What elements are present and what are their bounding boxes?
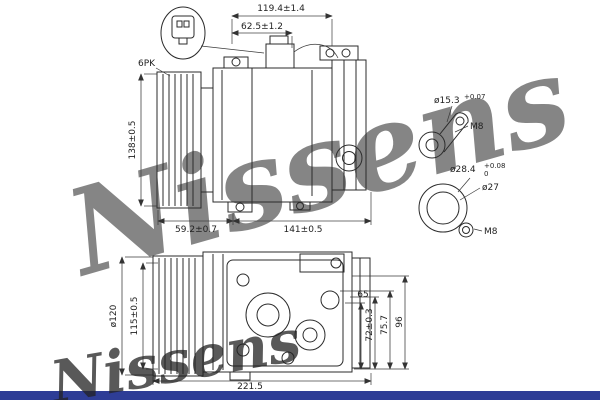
dim-height-65: 65 xyxy=(357,290,368,300)
dim-boss-inner-dia: ø27 xyxy=(482,183,499,193)
compressor-bottom-view xyxy=(152,251,371,381)
dim-height-96: 96 xyxy=(395,316,405,328)
dim-boss-tol-hi: +0.08 xyxy=(484,162,505,170)
watermark-blue-text: Nissens xyxy=(44,306,306,400)
dim-front-length: 62.5±1.2 xyxy=(241,22,283,32)
dim-lug-hole-dia: ø15.3 xyxy=(434,96,460,106)
dim-total-length: 221.5 xyxy=(237,382,263,392)
dim-lug-hole-tol: +0.07 xyxy=(464,93,485,101)
footer-brand-bar xyxy=(0,391,600,400)
connector-detail-balloon xyxy=(160,6,265,60)
dim-boss-dia: ø28.4 xyxy=(450,165,476,175)
boss-flange-detail: ø28.4 +0.08 0 ø27 M8 xyxy=(418,162,505,238)
dim-height-72: 72±0.3 xyxy=(365,308,375,341)
belt-type-label: 6PK xyxy=(138,59,156,69)
compressor-top-view xyxy=(156,35,367,213)
thread-label-b: M8 xyxy=(484,227,498,237)
dim-pulley-offset: 59.2±0.7 xyxy=(175,225,217,235)
mounting-lug-detail: ø15.3 +0.07 M8 xyxy=(418,93,485,159)
dimensions-bottom-view: ø120 115±0.5 65 72±0.3 75.7 96 221.5 xyxy=(109,256,409,392)
dim-boss-tol-lo: 0 xyxy=(484,170,488,178)
dim-clutch-diameter: 115±0.5 xyxy=(130,296,140,335)
watermark-blue: Nissens xyxy=(44,306,306,400)
dim-height-757: 75.7 xyxy=(380,315,390,335)
dim-pulley-height: 138±0.5 xyxy=(128,120,138,159)
dim-body-length: 141±0.5 xyxy=(283,225,322,235)
thread-label-a: M8 xyxy=(470,122,484,132)
dim-pulley-diameter: ø120 xyxy=(109,304,119,327)
dim-overall-top-length: 119.4±1.4 xyxy=(257,4,305,14)
dimensions-top-view: 119.4±1.4 62.5±1.2 6PK 138±0.5 59.2±0.7 … xyxy=(128,4,372,235)
